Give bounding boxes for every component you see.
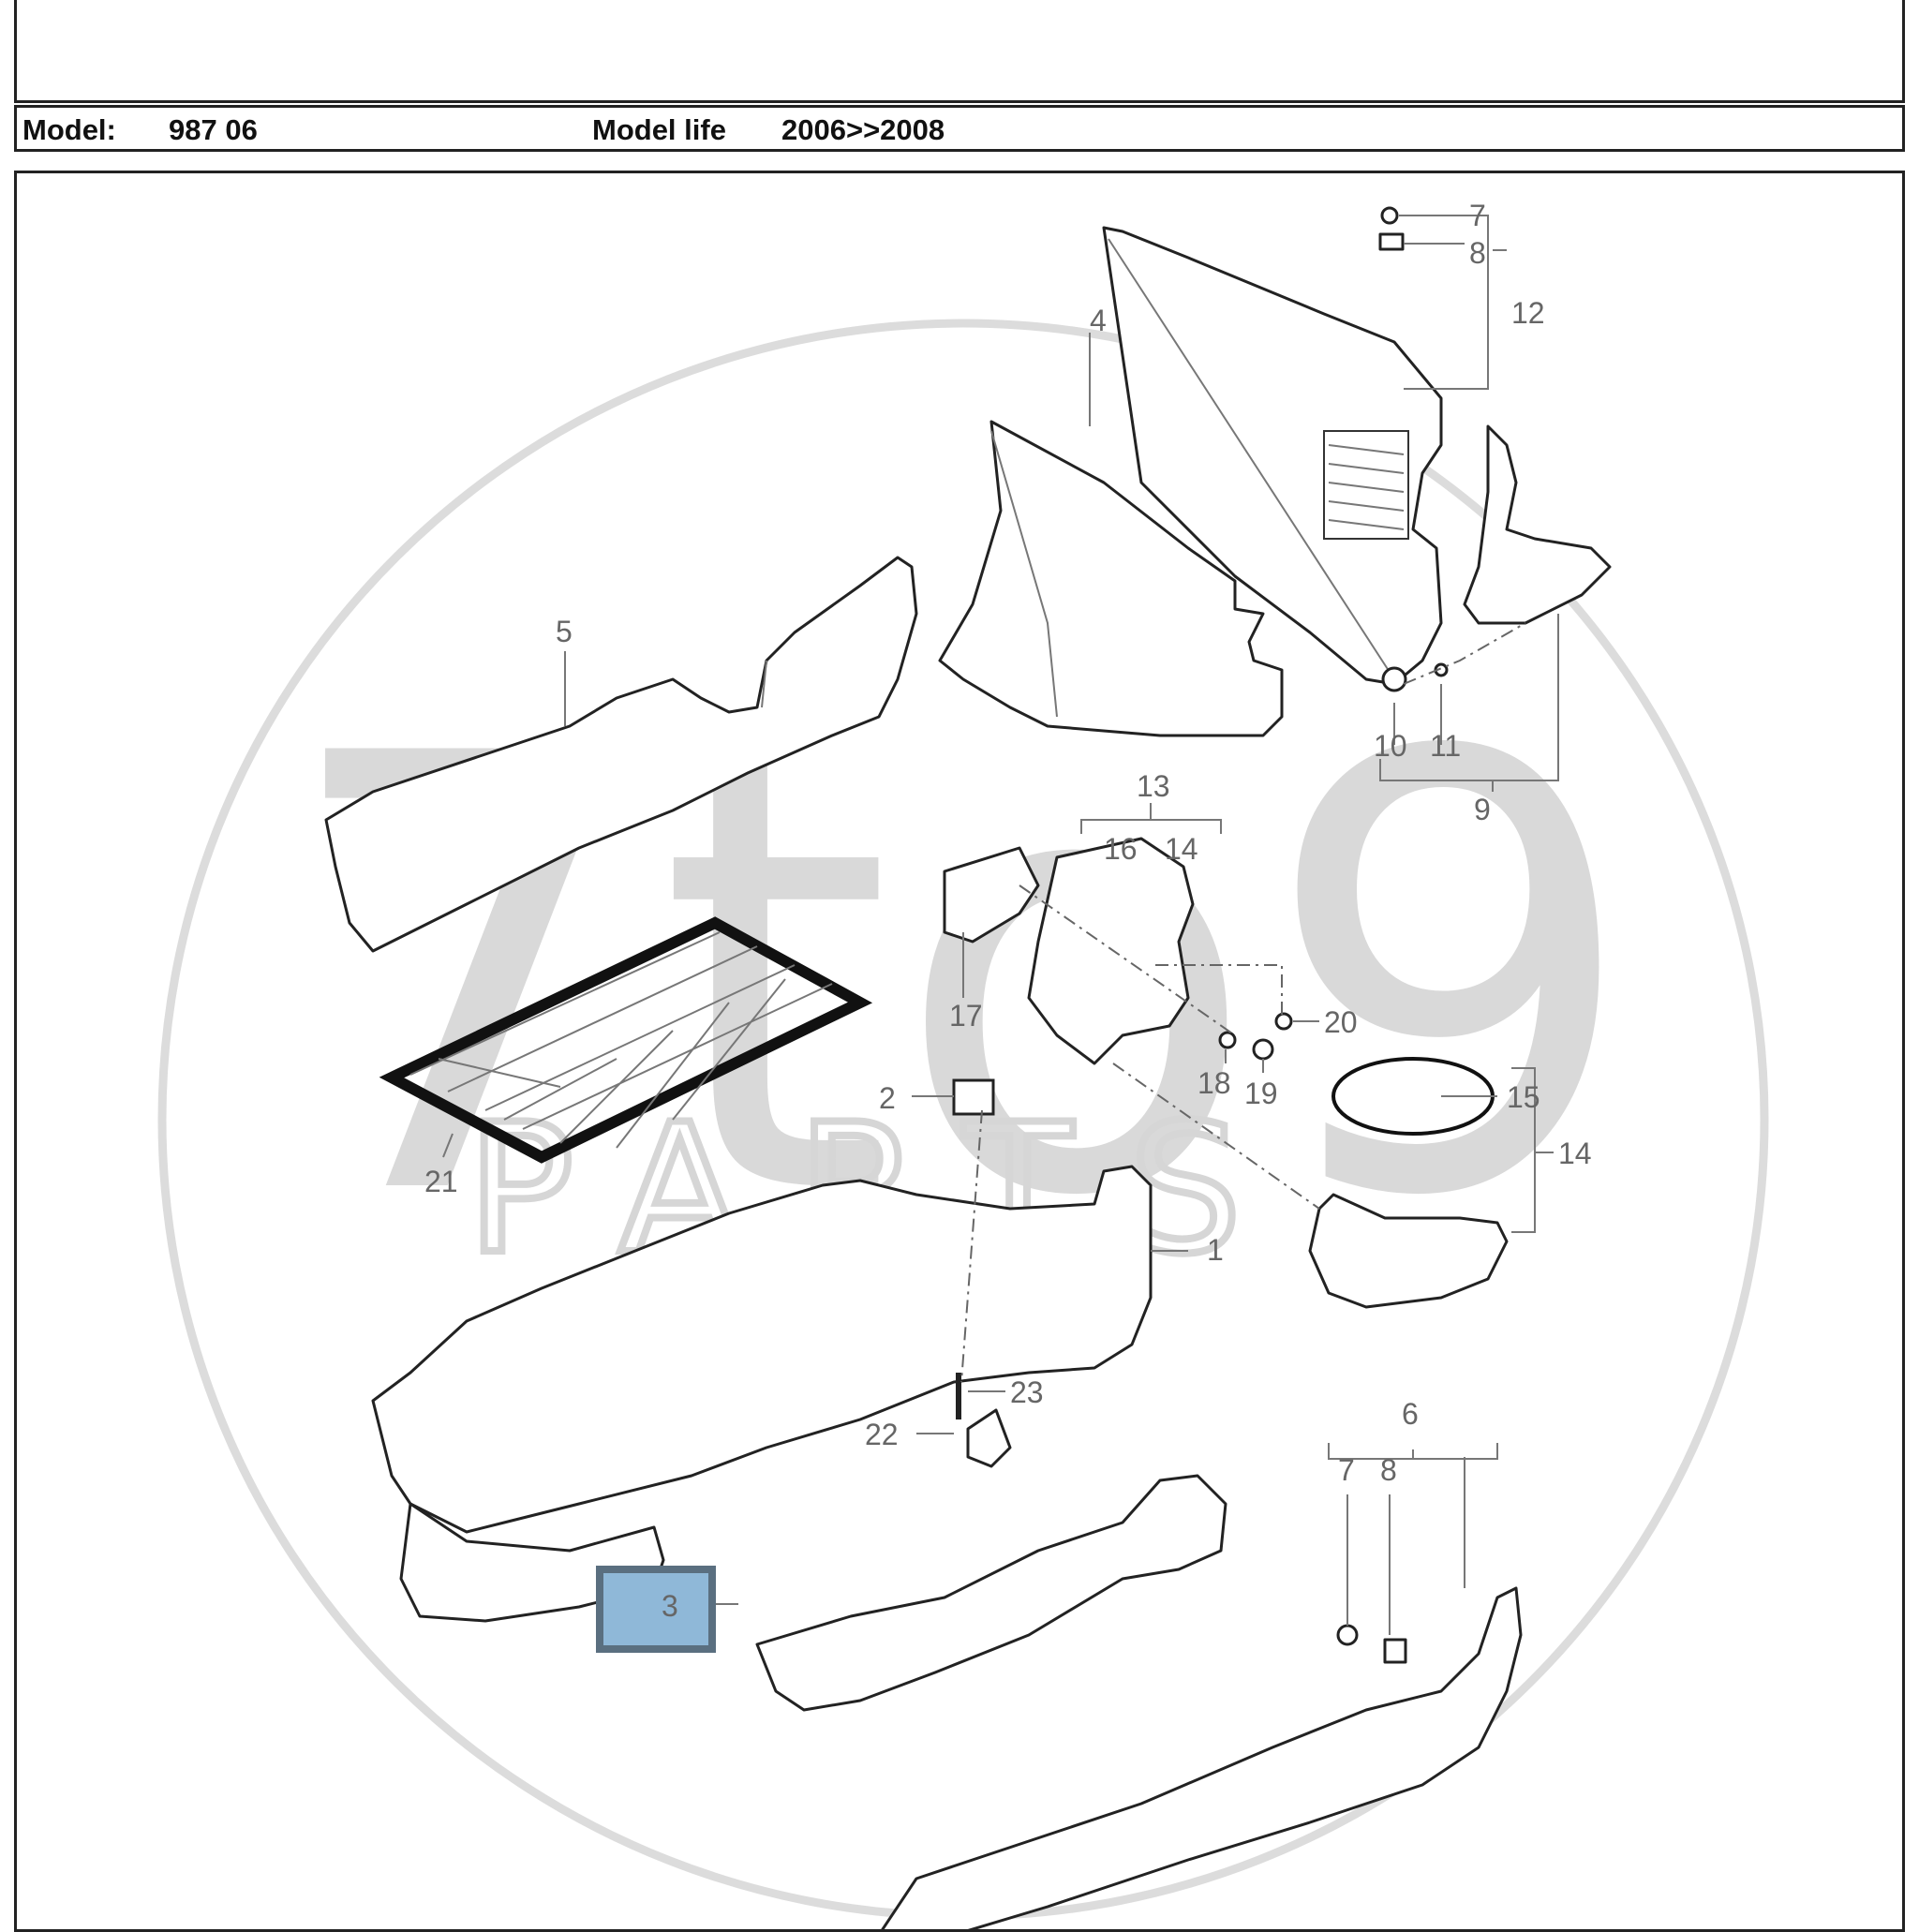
part-19-plug[interactable] — [1252, 1038, 1274, 1061]
callout-9[interactable]: 9 — [1474, 793, 1491, 826]
callout-17[interactable]: 17 — [949, 999, 983, 1033]
callout-13[interactable]: 13 — [1137, 769, 1170, 803]
part-12-trim[interactable] — [1102, 226, 1443, 686]
callout-5[interactable]: 5 — [556, 615, 573, 648]
model-bar: Model: 987 06 Model life 2006>>2008 — [14, 105, 1905, 152]
callout-18[interactable]: 18 — [1198, 1066, 1231, 1100]
callout-15[interactable]: 15 — [1507, 1080, 1540, 1114]
parts-diagram: 7to9 PARTS — [14, 171, 1905, 1932]
callout-3[interactable]: 3 — [662, 1589, 678, 1623]
model-label: Model: — [22, 113, 116, 146]
callouts: 1 2 3 4 5 6 7 7 8 8 9 10 11 12 13 14 14 … — [424, 199, 1592, 1623]
callout-19[interactable]: 19 — [1244, 1077, 1278, 1110]
part-20-screw[interactable] — [1274, 1012, 1293, 1031]
part-9-bracket[interactable] — [1463, 424, 1612, 625]
callout-14-right[interactable]: 14 — [1558, 1137, 1592, 1170]
model-value: 987 06 — [169, 113, 258, 146]
part-8-nut-bottom[interactable] — [1383, 1638, 1407, 1664]
callout-16[interactable]: 16 — [1104, 832, 1138, 866]
callout-8-top[interactable]: 8 — [1469, 236, 1486, 270]
part-7-clip-top[interactable] — [1380, 206, 1399, 225]
assembly-line-2 — [960, 1109, 983, 1383]
callout-12[interactable]: 12 — [1511, 296, 1545, 330]
callout-8-bottom[interactable]: 8 — [1380, 1453, 1397, 1487]
diagram-canvas: 7to9 PARTS — [157, 199, 1769, 1932]
assembly-line-14 — [1112, 1063, 1320, 1210]
part-4-panel[interactable] — [938, 420, 1284, 737]
callout-14-top[interactable]: 14 — [1165, 832, 1198, 866]
part-22-hook[interactable] — [966, 1408, 1012, 1468]
part-14-tray[interactable] — [1308, 1193, 1509, 1309]
callout-2[interactable]: 2 — [879, 1081, 896, 1115]
callout-7-top[interactable]: 7 — [1469, 199, 1486, 232]
header-box — [14, 0, 1905, 103]
callout-1[interactable]: 1 — [1207, 1233, 1224, 1267]
callout-20[interactable]: 20 — [1324, 1005, 1358, 1039]
part-5-side-panel[interactable] — [324, 556, 918, 953]
assembly-line-9 — [1403, 622, 1526, 685]
callout-7-bottom[interactable]: 7 — [1338, 1453, 1355, 1487]
part-6-lower-trim[interactable] — [755, 1474, 1523, 1932]
callout-10[interactable]: 10 — [1374, 729, 1407, 763]
part-2-clip[interactable] — [952, 1078, 995, 1116]
callout-4[interactable]: 4 — [1090, 304, 1107, 337]
callout-6[interactable]: 6 — [1402, 1397, 1419, 1431]
callout-22[interactable]: 22 — [865, 1418, 899, 1451]
callout-11[interactable]: 11 — [1430, 729, 1461, 763]
part-8-nut-top[interactable] — [1378, 232, 1405, 251]
part-18-nut[interactable] — [1218, 1031, 1237, 1049]
part-21-net[interactable] — [379, 916, 873, 1164]
model-life-value: 2006>>2008 — [781, 113, 945, 146]
callout-23[interactable]: 23 — [1010, 1375, 1044, 1409]
highlight-part-3[interactable] — [596, 1566, 716, 1653]
part-7-clip-bottom[interactable] — [1336, 1624, 1359, 1646]
callout-21[interactable]: 21 — [424, 1165, 458, 1198]
part-16-housing[interactable] — [943, 837, 1195, 1065]
leader-lines — [442, 215, 1559, 1635]
assembly-line-16 — [1019, 884, 1236, 1036]
model-life-label: Model life — [592, 113, 726, 146]
part-10-knob[interactable] — [1381, 666, 1407, 692]
